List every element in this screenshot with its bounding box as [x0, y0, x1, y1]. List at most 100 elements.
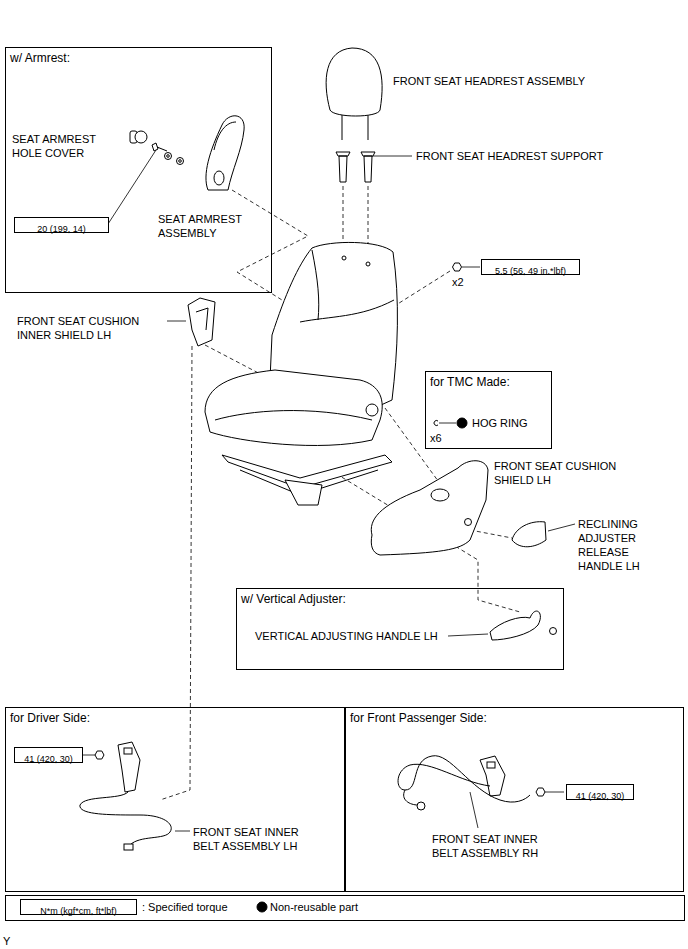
armrest-parts: [214, 171, 224, 185]
headrest: [326, 48, 382, 116]
leader-line: [175, 831, 190, 832]
part-name: SEAT ARMREST ASSEMBLY: [158, 212, 258, 240]
armrest-parts: [206, 116, 244, 190]
nut-symbol: [536, 788, 545, 796]
part-name: FRONT SEAT INNER BELT ASSEMBLY RH: [432, 832, 557, 860]
hog-ring-symbol: [434, 421, 438, 426]
inner-belt-passenger: [417, 802, 425, 810]
frame-heading: for Driver Side:: [10, 711, 90, 725]
leader-line: [82, 755, 95, 756]
part-name: RECLINING ADJUSTER RELEASE HANDLE LH: [578, 517, 656, 573]
seat-body: [285, 480, 322, 505]
figure-code: Y: [3, 934, 10, 948]
seat-body: [300, 250, 394, 322]
armrest-parts: [167, 155, 170, 158]
leader-line: [82, 150, 575, 831]
seat-body: [205, 242, 397, 505]
shield-parts: [465, 519, 472, 526]
shield-parts: [188, 298, 546, 555]
seat-body: [342, 256, 346, 260]
leader-line: [439, 423, 456, 424]
variant-frame: for TMC Made:: [425, 371, 552, 449]
legend-frame: [6, 896, 685, 921]
legend-frame: [6, 896, 685, 921]
torque-box: 5.5 (56, 49 in.*lbf): [481, 259, 580, 275]
leader-line: [372, 156, 412, 157]
nut-symbol: [453, 263, 462, 271]
torque-value: N*m (kgf*cm, ft*lbf): [40, 905, 117, 918]
part-name: FRONT SEAT HEADREST ASSEMBLY: [393, 74, 585, 88]
variant-frame: for Front Passenger Side: 41 (420, 30): [345, 707, 684, 892]
leader-line: [470, 792, 478, 828]
torque-value: 41 (420, 30): [24, 753, 73, 766]
vertical-adjusting-handle: [490, 611, 557, 640]
shield-parts: [188, 298, 215, 346]
torque-value: 20 (199, 14): [37, 223, 86, 236]
seat-body: [366, 262, 370, 266]
torque-box: 20 (199, 14): [14, 217, 109, 233]
inner-belt-passenger: [480, 756, 505, 796]
armrest-parts: [177, 158, 184, 165]
part-name: FRONT SEAT CUSHION INNER SHIELD LH: [17, 314, 167, 342]
inner-belt-driver: [118, 742, 140, 792]
leader-line: [448, 634, 488, 636]
inner-belt-driver: [124, 844, 133, 850]
variant-frame: for Driver Side: 41 (420, 30): [5, 707, 345, 892]
inner-belt-passenger: [398, 756, 530, 802]
leader-line: [548, 524, 575, 531]
part-name: FRONT SEAT HEADREST SUPPORT: [416, 149, 603, 163]
shield-parts: [431, 489, 449, 501]
seat-body: [215, 411, 372, 420]
nut-symbol: [95, 263, 545, 796]
leader-line: [462, 267, 480, 268]
armrest-parts: [165, 153, 172, 160]
dashed-guide-line: [470, 530, 512, 538]
part-name: SEAT ARMREST HOLE COVER: [12, 132, 112, 160]
torque-value: 5.5 (56, 49 in.*lbf): [495, 265, 566, 278]
legend-text: Non-reusable part: [270, 900, 358, 914]
part-name: HOG RING: [472, 416, 528, 430]
headrest: [342, 114, 343, 140]
frame-heading: for Front Passenger Side:: [350, 711, 487, 725]
headrest: [336, 152, 350, 182]
leader-line: [545, 792, 564, 793]
quantity: x2: [452, 275, 464, 289]
shield-parts: [196, 308, 208, 330]
armrest-parts: [152, 143, 167, 151]
armrest-parts: [135, 131, 147, 143]
legend-text: : Specified torque: [142, 900, 228, 914]
leader-line: [108, 150, 156, 224]
nut-symbol: [95, 751, 104, 759]
inner-belt-passenger: [398, 756, 530, 810]
torque-box: 41 (420, 30): [14, 747, 83, 763]
inner-belt-driver: [80, 742, 171, 850]
seat-body: [205, 370, 382, 445]
part-name: VERTICAL ADJUSTING HANDLE LH: [255, 629, 438, 643]
frame-heading: for TMC Made:: [430, 375, 510, 389]
inner-belt-driver: [80, 792, 171, 845]
inner-belt-passenger: [404, 790, 418, 805]
vertical-adjusting-handle: [550, 628, 557, 635]
frame-heading: w/ Armrest:: [10, 51, 70, 65]
torque-value: 41 (420, 30): [576, 790, 625, 803]
dashed-guide-line: [160, 346, 192, 800]
quantity: x6: [430, 431, 442, 445]
headrest: [368, 114, 369, 140]
armrest-parts: [214, 122, 236, 150]
seat-body: [366, 404, 378, 416]
variant-frame: w/ Armrest: 20 (199, 14): [5, 47, 272, 293]
hog-ring-symbol: [457, 418, 467, 428]
shield-parts: [371, 461, 488, 555]
part-name: FRONT SEAT CUSHION SHIELD LH: [494, 459, 634, 487]
shield-parts: [512, 522, 546, 547]
inner-belt-driver: [124, 748, 132, 754]
headrest: [326, 48, 382, 182]
inner-belt-passenger: [487, 762, 495, 768]
frame-heading: w/ Vertical Adjuster:: [241, 592, 346, 606]
torque-box: 41 (420, 30): [566, 784, 634, 800]
armrest-parts: [130, 116, 244, 190]
headrest: [361, 152, 375, 182]
vertical-adjusting-handle: [490, 611, 540, 640]
